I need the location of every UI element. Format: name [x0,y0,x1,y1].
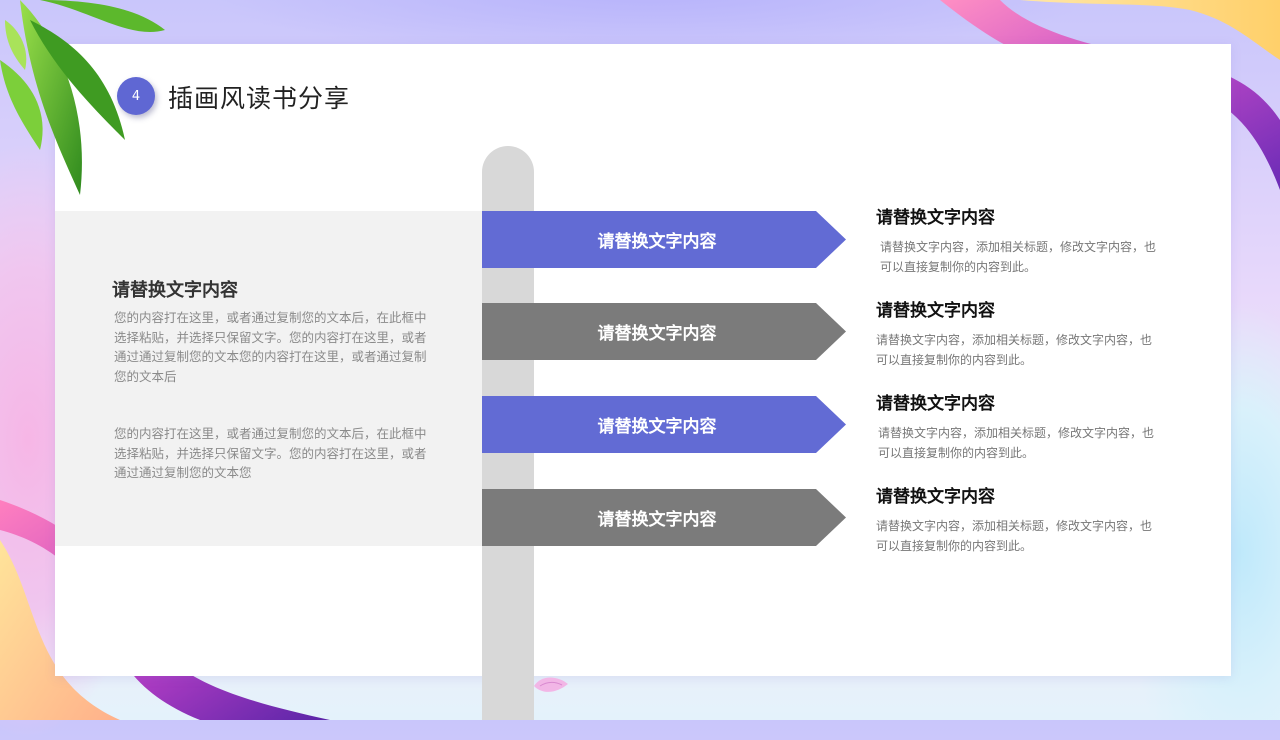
signpost-arrow-1: 请替换文字内容 [482,211,846,268]
arrow-shape [482,303,846,360]
signpost-arrow-2: 请替换文字内容 [482,303,846,360]
item-title-1: 请替换文字内容 [876,208,995,228]
arrow-shape [482,396,846,453]
item-title-4: 请替换文字内容 [876,487,995,507]
arrow-shape [482,211,846,268]
item-desc-3: 请替换文字内容，添加相关标题，修改文字内容，也可以直接复制你的内容到此。 [878,426,1155,460]
item-title-3: 请替换文字内容 [876,394,995,414]
left-paragraph-2: 您的内容打在这里，或者通过复制您的文本后，在此框中选择粘贴，并选择只保留文字。您… [114,426,427,480]
item-desc-4: 请替换文字内容，添加相关标题，修改文字内容，也可以直接复制你的内容到此。 [876,519,1153,553]
left-paragraph-1: 您的内容打在这里，或者通过复制您的文本后，在此框中选择粘贴，并选择只保留文字。您… [114,310,427,384]
petal-decoration-icon [534,677,568,692]
item-title-2: 请替换文字内容 [876,301,995,321]
signpost-arrow-4: 请替换文字内容 [482,489,846,546]
item-desc-1: 请替换文字内容，添加相关标题，修改文字内容，也可以直接复制你的内容到此。 [880,240,1157,274]
arrow-label: 请替换文字内容 [597,510,717,530]
left-panel-title: 请替换文字内容 [112,280,238,301]
leaf-decoration-icon [0,0,165,195]
section-number-badge: 4 [117,77,155,115]
arrow-label: 请替换文字内容 [597,232,717,252]
left-text-panel [55,211,485,546]
page-title: 插画风读书分享 [168,84,351,113]
arrow-shape [482,489,846,546]
signpost-arrow-3: 请替换文字内容 [482,396,846,453]
arrow-label: 请替换文字内容 [597,324,717,344]
arrow-label: 请替换文字内容 [597,417,717,437]
item-desc-2: 请替换文字内容，添加相关标题，修改文字内容，也可以直接复制你的内容到此。 [876,333,1153,367]
